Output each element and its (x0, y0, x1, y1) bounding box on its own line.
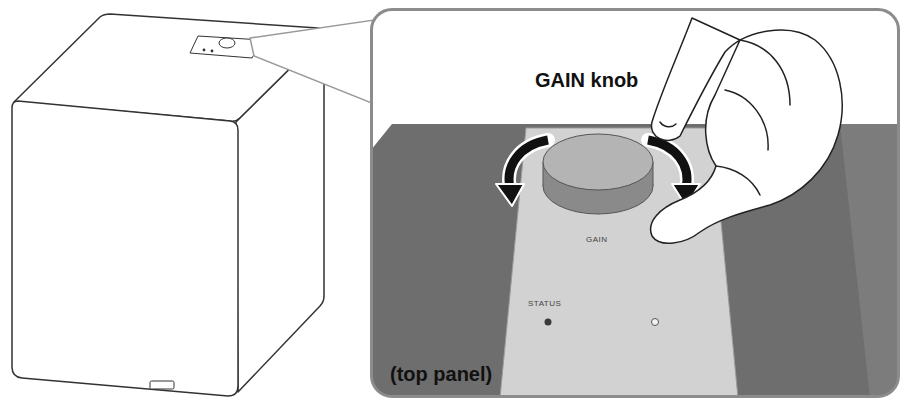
panel-plate (500, 128, 738, 397)
speaker-cabinet (12, 14, 324, 396)
callout-panel: GAIN knob (top panel) (370, 8, 900, 398)
gain-knob (543, 134, 653, 214)
power-led (652, 319, 659, 326)
status-led (545, 319, 552, 326)
logo-badge (150, 381, 174, 389)
top-panel-closeup (372, 10, 899, 397)
part-label: GAIN knob (535, 69, 638, 92)
hand (651, 18, 843, 243)
panel-marking: GAIN (586, 236, 608, 245)
panel-marking: STATUS (528, 300, 561, 309)
zoom-leader (250, 20, 374, 104)
rotation-arrows (496, 140, 700, 206)
view-caption: (top panel) (390, 363, 492, 386)
